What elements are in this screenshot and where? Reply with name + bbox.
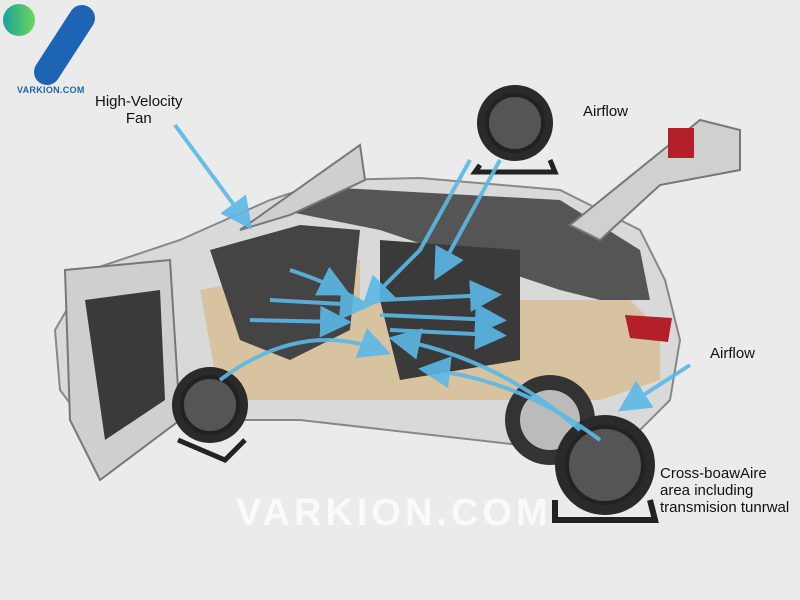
- label-line: Fan: [125, 110, 152, 127]
- label-cross-area: Cross-boawAire area including transmisio…: [660, 465, 789, 516]
- label-line: area including: [660, 482, 754, 499]
- label-line: transmision tunrwal: [660, 499, 790, 516]
- label-line: Cross-boawAire: [660, 465, 767, 482]
- label-airflow-right: Airflow: [710, 345, 756, 362]
- logo-bar: [34, 5, 95, 85]
- fan-icon: [470, 85, 559, 175]
- label-high-velocity-fan: High-Velocity Fan: [95, 93, 183, 127]
- fan-icon: [552, 415, 659, 523]
- logo-text: VARKION.COM: [17, 85, 85, 95]
- fan-icon: [172, 367, 248, 463]
- label-line: High-Velocity: [95, 93, 183, 110]
- logo-circle: [3, 4, 35, 36]
- airflow-arrows: [173, 123, 692, 442]
- label-airflow-top: Airflow: [583, 103, 629, 120]
- watermark: VARKION.COM: [236, 492, 552, 534]
